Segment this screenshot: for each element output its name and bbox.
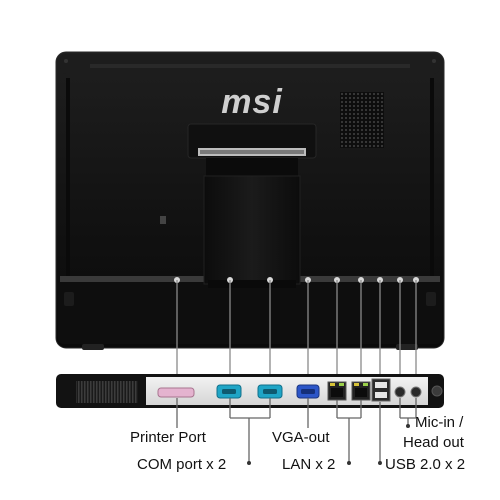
lan-label: LAN x 2 xyxy=(282,456,336,473)
com-port-1 xyxy=(216,384,242,399)
callout-dots xyxy=(247,424,410,465)
usb-ports xyxy=(371,378,391,402)
headphone-jack xyxy=(410,386,422,398)
usb-label: USB 2.0 x 2 xyxy=(385,456,466,473)
lan-port-2 xyxy=(351,381,371,401)
com-port-2 xyxy=(257,384,283,399)
ventilation-grille xyxy=(340,92,384,148)
vga-out-label: VGA-out xyxy=(272,429,330,446)
mic-in-jack xyxy=(394,386,406,398)
msi-logo: msi xyxy=(221,83,283,121)
callout-lines-lower xyxy=(176,398,417,462)
monitor-stand xyxy=(187,123,317,288)
head-out-label-line2: Head out xyxy=(403,434,464,451)
printer-port-label: Printer Port xyxy=(130,429,206,446)
vga-port xyxy=(296,384,320,399)
printer-port xyxy=(157,387,195,398)
lock-slot xyxy=(160,216,166,224)
lan-port-1 xyxy=(327,381,347,401)
com-port-label: COM port x 2 xyxy=(137,456,227,473)
mic-in-label-line1: Mic-in / xyxy=(415,414,464,431)
